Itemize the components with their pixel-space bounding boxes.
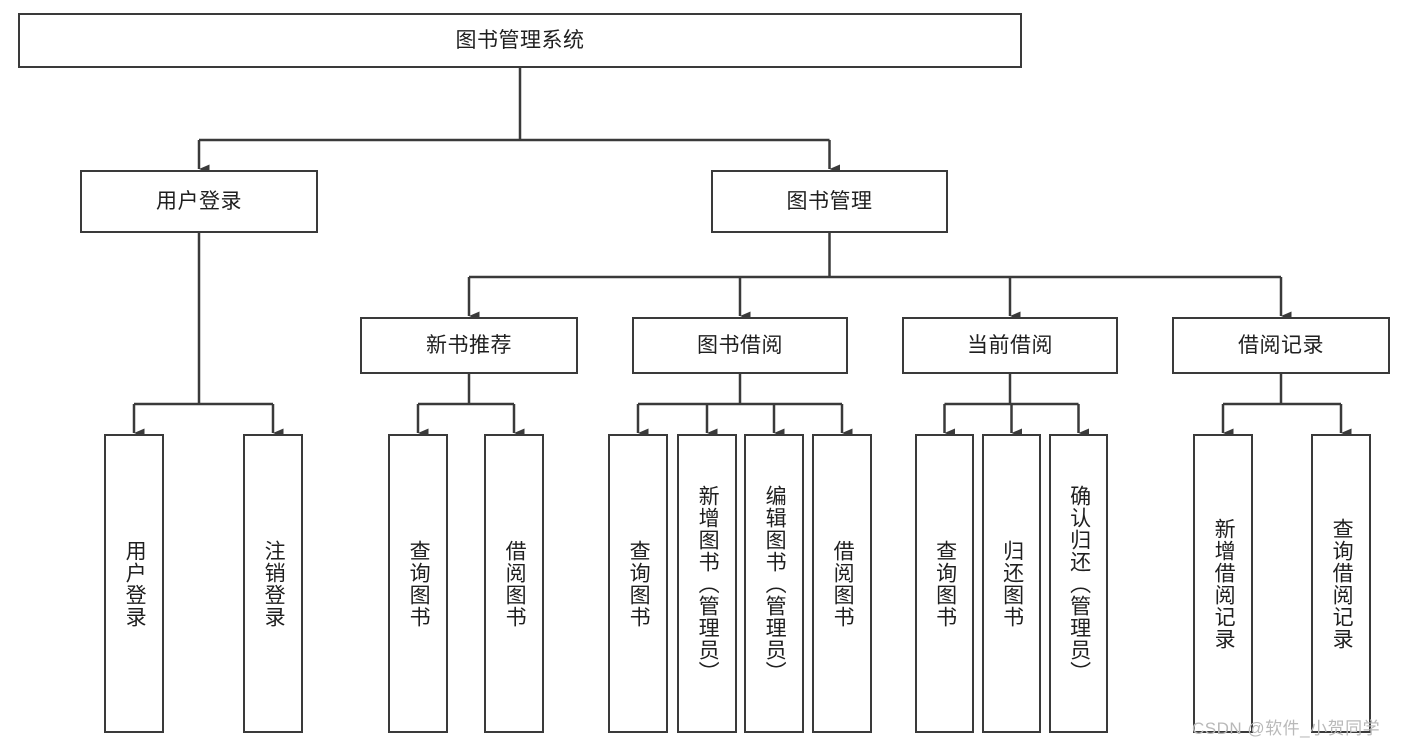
node-label: 查询图书	[933, 539, 957, 628]
node-label: 查询图书	[407, 539, 431, 628]
node-newrec[interactable]: 新书推荐	[360, 317, 578, 374]
node-label: 注销登录	[262, 539, 286, 628]
node-l12[interactable]: 新增借阅记录	[1193, 434, 1253, 733]
node-bookmgmt[interactable]: 图书管理	[711, 170, 948, 233]
node-l2[interactable]: 注销登录	[243, 434, 303, 733]
node-label: 借阅记录	[1238, 333, 1324, 357]
node-l1[interactable]: 用户登录	[104, 434, 164, 733]
node-root[interactable]: 图书管理系统	[18, 13, 1022, 68]
node-current[interactable]: 当前借阅	[902, 317, 1118, 374]
node-label: 确认归还（管理员）	[1067, 484, 1091, 683]
node-label: 新增图书（管理员）	[696, 484, 720, 683]
node-label: 当前借阅	[967, 333, 1053, 357]
node-label: 查询图书	[627, 539, 651, 628]
node-label: 查询借阅记录	[1330, 517, 1354, 650]
node-l6[interactable]: 新增图书（管理员）	[677, 434, 737, 733]
node-l4[interactable]: 借阅图书	[484, 434, 544, 733]
node-label: 编辑图书（管理员）	[763, 484, 787, 683]
node-borrow[interactable]: 图书借阅	[632, 317, 848, 374]
node-l11[interactable]: 确认归还（管理员）	[1049, 434, 1108, 733]
node-login[interactable]: 用户登录	[80, 170, 318, 233]
node-l13[interactable]: 查询借阅记录	[1311, 434, 1371, 733]
node-l10[interactable]: 归还图书	[982, 434, 1041, 733]
node-label: 借阅图书	[831, 539, 855, 628]
node-label: 图书借阅	[697, 333, 783, 357]
node-label: 新增借阅记录	[1212, 517, 1236, 650]
node-l7[interactable]: 编辑图书（管理员）	[744, 434, 804, 733]
watermark: CSDN @软件_小贺同学	[1192, 719, 1381, 738]
node-label: 借阅图书	[503, 539, 527, 628]
edge-group	[132, 68, 1352, 438]
node-label: 图书管理	[786, 189, 873, 213]
node-l5[interactable]: 查询图书	[608, 434, 668, 733]
node-records[interactable]: 借阅记录	[1172, 317, 1390, 374]
node-label: 图书管理系统	[455, 28, 585, 52]
node-label: 用户登录	[123, 539, 147, 628]
node-label: 新书推荐	[426, 333, 512, 357]
node-label: 用户登录	[156, 189, 242, 213]
node-l9[interactable]: 查询图书	[915, 434, 974, 733]
node-l3[interactable]: 查询图书	[388, 434, 448, 733]
node-label: 归还图书	[1000, 539, 1024, 628]
node-l8[interactable]: 借阅图书	[812, 434, 872, 733]
